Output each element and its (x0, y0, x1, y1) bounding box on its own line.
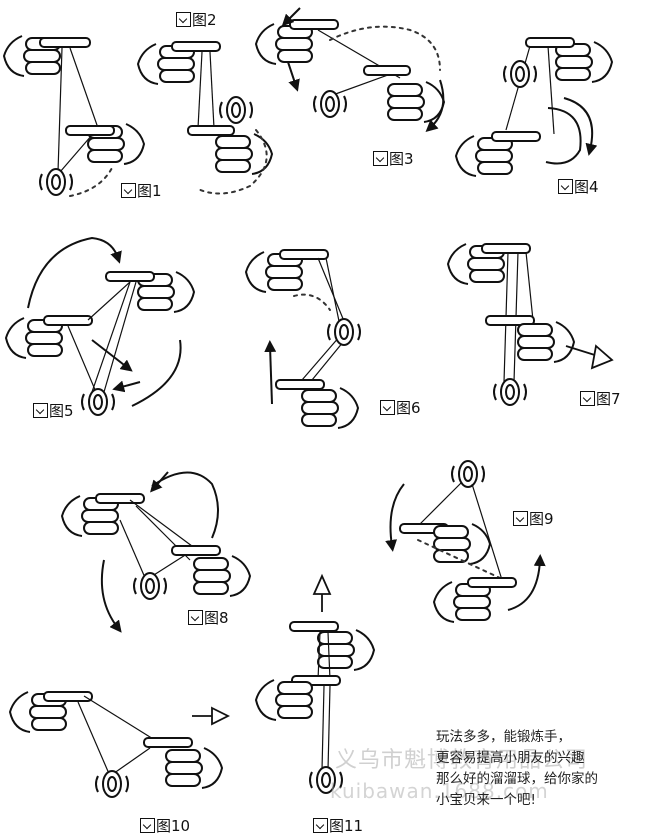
promo-note: 玩法多多，能锻炼手， 更容易提高小朋友的兴趣 那么好的溜溜球，给你家的 小宝贝来… (436, 727, 641, 811)
figure-11-label: 图11 (313, 815, 363, 836)
promo-note-line: 那么好的溜溜球，给你家的 (436, 771, 598, 787)
figure-9-label: 图9 (513, 508, 554, 529)
figure-5-drawing (5, 236, 195, 416)
figure-10-label: 图10 (140, 815, 190, 836)
figure-3-drawing (255, 7, 445, 133)
figure-2-label: 图2 (176, 9, 217, 30)
figure-8-drawing (61, 471, 251, 633)
figure-10-drawing (9, 691, 231, 798)
figure-5-label: 图5 (33, 400, 74, 421)
figure-11-drawing (255, 573, 375, 794)
figure-4-label: 图4 (558, 176, 599, 197)
promo-note-line: 更容易提高小朋友的兴趣 (436, 750, 585, 766)
figure-2-drawing (137, 41, 273, 195)
figure-7-drawing (447, 243, 614, 406)
figure-3-label: 图3 (373, 148, 414, 169)
figure-1-label: 图1 (121, 180, 162, 201)
figure-4-drawing (455, 37, 613, 177)
figure-6-label: 图6 (380, 397, 421, 418)
promo-note-line: 小宝贝来一个吧! (436, 792, 536, 808)
watermark-company: 义乌市魁博教育用品公司 (335, 748, 589, 773)
promo-note-line: 玩法多多，能锻炼手， (436, 729, 571, 745)
figure-8-label: 图8 (188, 607, 229, 628)
figure-7-label: 图7 (580, 388, 621, 409)
figure-9-drawing (385, 460, 546, 623)
figure-1-drawing (3, 35, 145, 197)
watermark-url: kuibawan.1688.com (330, 779, 549, 803)
figure-6-drawing (245, 249, 361, 429)
